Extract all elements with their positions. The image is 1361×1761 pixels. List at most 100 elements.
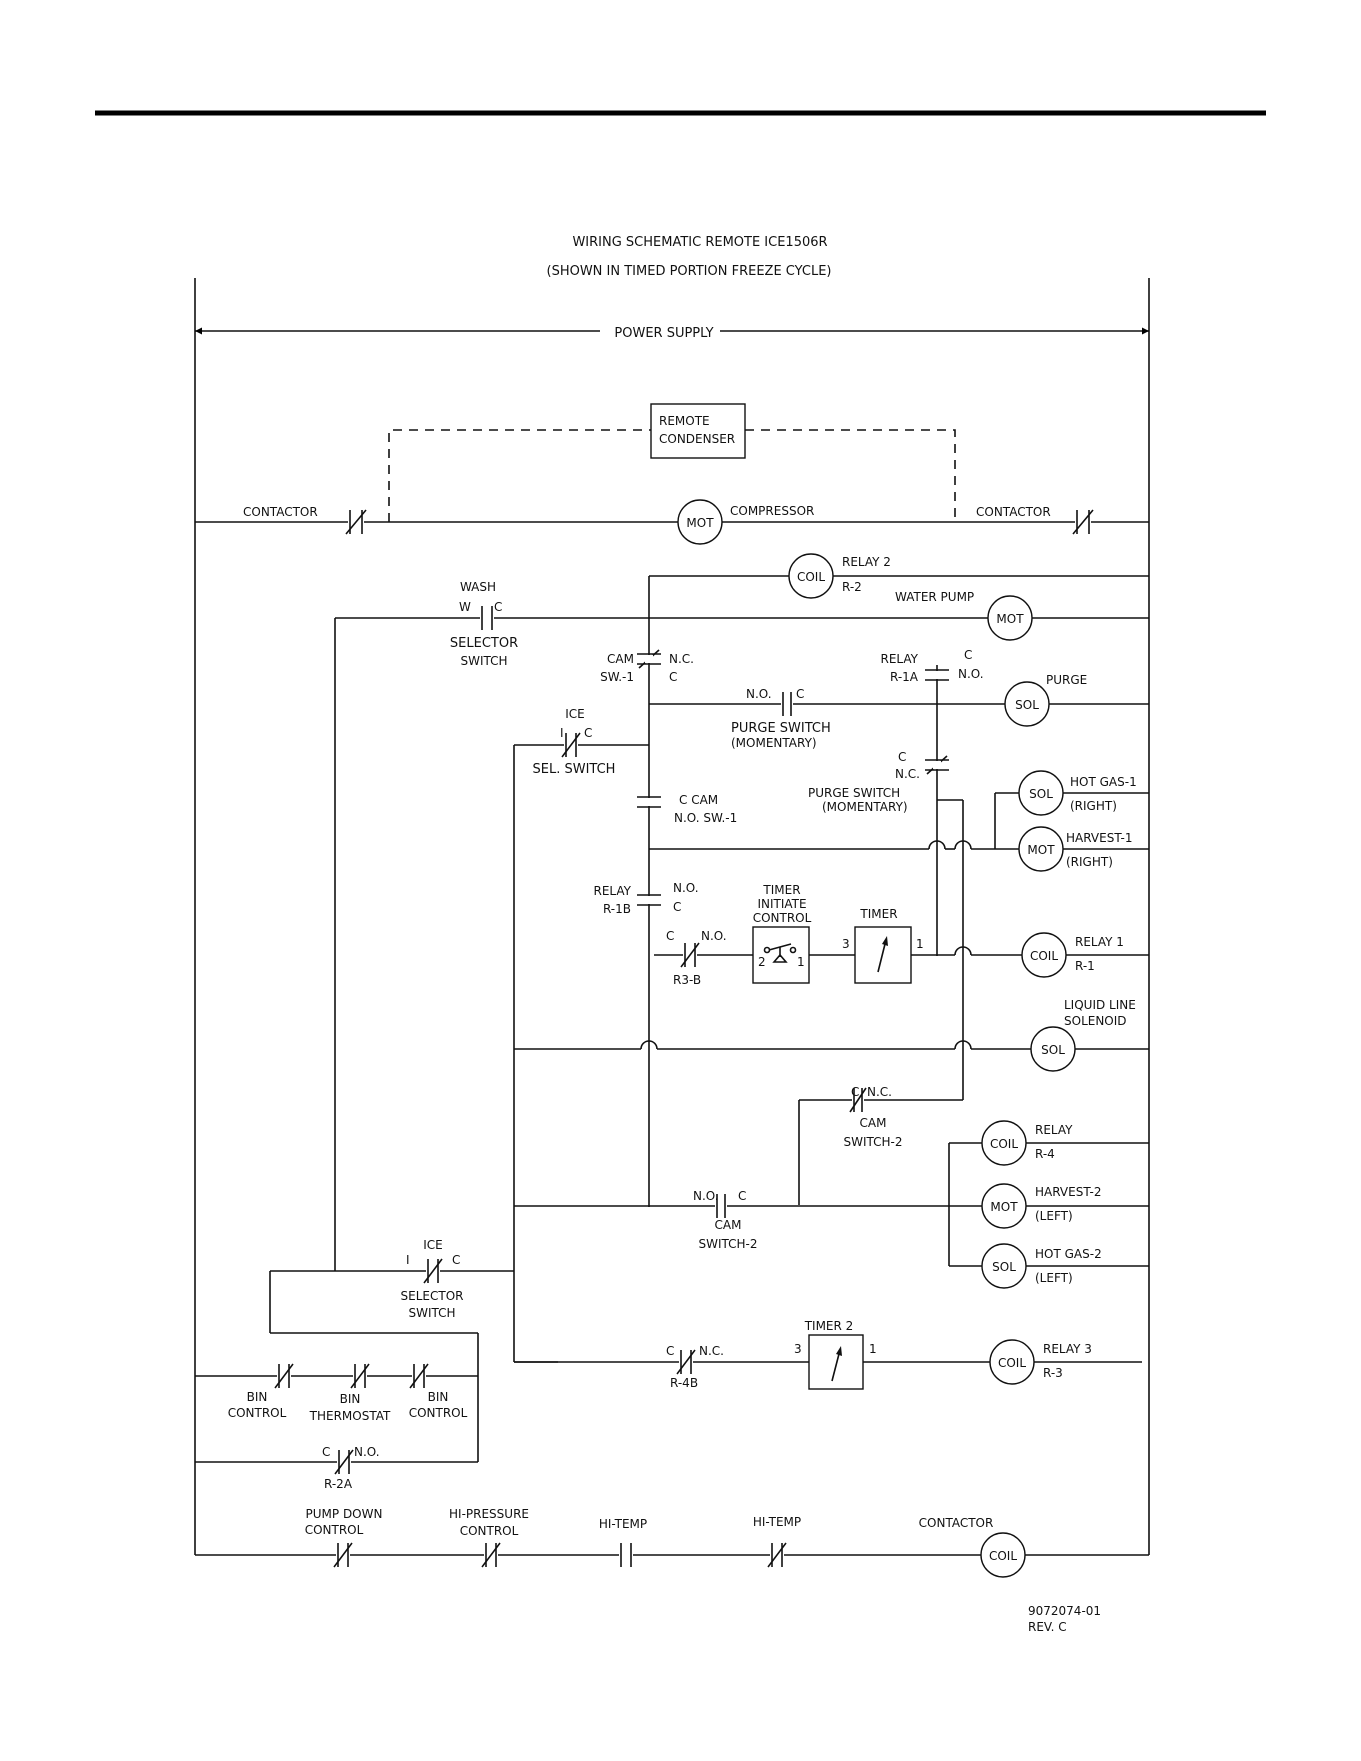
wash-selector-contact [481, 606, 493, 630]
cam-switch2-c-1: C [851, 1085, 859, 1099]
r4b-nc: N.C. [699, 1344, 724, 1358]
contact-gap [645, 798, 653, 806]
wash-w-label: W [459, 600, 471, 614]
wire-hop [928, 840, 946, 850]
cam-switch2-label-1b: SWITCH-2 [843, 1135, 902, 1149]
relay-r1b-label-2: R-1B [603, 902, 631, 916]
selector-switch-label-1: SELECTOR [450, 636, 518, 651]
cam-sw1-no-contact [637, 796, 661, 808]
contactor-contact-left [345, 509, 367, 535]
hi-pressure-contact [481, 1542, 501, 1568]
bin-control-1-label-1: BIN [247, 1390, 268, 1404]
relay-r4-label-2: R-4 [1035, 1147, 1055, 1161]
ice-label-2: ICE [423, 1238, 443, 1252]
schematic-subtitle: (SHOWN IN TIMED PORTION FREEZE CYCLE) [547, 264, 832, 279]
hot-gas-1-label-1: HOT GAS-1 [1070, 775, 1137, 789]
hi-temp-contact-1 [620, 1543, 632, 1567]
bin-thermostat-label-2: THERMOSTAT [309, 1409, 391, 1423]
harvest-1-label-2: (RIGHT) [1066, 855, 1113, 869]
cam-switch2-label-2b: SWITCH-2 [698, 1237, 757, 1251]
hi-temp-contact-2 [767, 1542, 787, 1568]
relay2-coil [788, 553, 834, 599]
water-pump-label: WATER PUMP [895, 590, 974, 604]
no-sw1-label: N.O. SW.-1 [674, 811, 737, 825]
ice-c-label-1: C [584, 726, 592, 740]
wire-hop [640, 1040, 658, 1050]
compressor-motor-label: MOT [686, 516, 714, 530]
condenser-link-left [388, 429, 651, 522]
purge-switch2-label-2: (MOMENTARY) [822, 800, 908, 814]
relay-r1b-no: N.O. [673, 881, 699, 895]
pump-down-label-2: CONTROL [305, 1523, 364, 1537]
power-supply-label: POWER SUPPLY [614, 326, 713, 341]
bin-control-contact-2 [409, 1363, 429, 1389]
cam-switch2-no-2: N.O. [693, 1189, 719, 1203]
remote-condenser-label-1: REMOTE [659, 414, 710, 428]
relay-r1a-c: C [964, 648, 972, 662]
selector-switch-label-2: SWITCH [460, 654, 507, 668]
r3b-label: R3-B [673, 973, 701, 987]
ice-selector-switch-contact [423, 1258, 443, 1284]
liquid-line-label-1: LIQUID LINE [1064, 998, 1136, 1012]
cam-switch2-nc-contact [849, 1087, 867, 1113]
timer-label: TIMER [859, 907, 897, 921]
timer-initiate-label-2: INITIATE [757, 897, 806, 911]
c-cam-label: C CAM [679, 793, 718, 807]
bin-control-2-label-1: BIN [428, 1390, 449, 1404]
timer-pin-1: 1 [916, 937, 924, 951]
purge-switch-label-1: PURGE SWITCH [731, 721, 831, 736]
ice-i-label-2: I [406, 1253, 410, 1267]
hi-pressure-label-1: HI-PRESSURE [449, 1507, 529, 1521]
ice-sel-switch-contact [561, 732, 581, 758]
relay-r1a-no: N.O. [958, 667, 984, 681]
r3b-contact [680, 942, 700, 968]
contact-gap [645, 655, 653, 663]
timer-initiate-pin-2: 2 [758, 955, 766, 969]
cam-switch2-nc-1: N.C. [867, 1085, 892, 1099]
selector-switch-lower-2: SWITCH [408, 1306, 455, 1320]
cam-sw1-label-2: SW.-1 [600, 670, 634, 684]
wire-hop [954, 840, 972, 850]
compressor-label: COMPRESSOR [730, 504, 814, 518]
r3b-c: C [666, 929, 674, 943]
condenser-link-right [745, 429, 956, 522]
purge-switch2-label-1: PURGE SWITCH [808, 786, 900, 800]
remote-condenser-label-2: CONDENSER [659, 432, 735, 446]
wire-hop [954, 1040, 972, 1050]
liquid-line-solenoid-label: SOL [1041, 1043, 1065, 1057]
contactor-coil-label: COIL [989, 1549, 1017, 1563]
timer-initiate-switch-symbol [763, 943, 797, 963]
purge-label: PURGE [1046, 673, 1087, 687]
timer-initiate-label-3: CONTROL [753, 911, 812, 925]
hot-gas-1-solenoid-label: SOL [1029, 787, 1053, 801]
relay2-coil-label: COIL [797, 570, 825, 584]
bin-control-2-label-2: CONTROL [409, 1406, 468, 1420]
relay1-label-2: R-1 [1075, 959, 1095, 973]
bin-thermostat-label-1: BIN [340, 1392, 361, 1406]
timer-initiate-label-1: TIMER [762, 883, 800, 897]
purge-switch-label-2: (MOMENTARY) [731, 736, 817, 750]
r3b-no: N.O. [701, 929, 727, 943]
drawing-number: 9072074-01 [1028, 1604, 1101, 1618]
timer2-needle-head [836, 1346, 842, 1356]
relay-r1b-label-1: RELAY [594, 884, 632, 898]
water-pump-motor [987, 595, 1033, 641]
relay-nc-c: C [898, 750, 906, 764]
sel-switch-label: SEL. SWITCH [533, 762, 616, 777]
pump-down-label-1: PUMP DOWN [306, 1507, 383, 1521]
contact-gap [645, 896, 653, 904]
r2a-contact [334, 1449, 354, 1475]
cam-sw1-nc: N.C. [669, 652, 694, 666]
relay-r1b-c: C [673, 900, 681, 914]
hi-temp-label-2: HI-TEMP [753, 1515, 801, 1529]
relay1-label-1: RELAY 1 [1075, 935, 1124, 949]
timer-needle-head [882, 936, 888, 946]
bin-thermostat-contact [350, 1363, 370, 1389]
harvest-1-motor-label: MOT [1027, 843, 1055, 857]
timer2-pin-3: 3 [794, 1342, 802, 1356]
hot-gas-1-label-2: (RIGHT) [1070, 799, 1117, 813]
purge-switch-no: N.O. [746, 687, 772, 701]
pump-down-contact [333, 1542, 353, 1568]
contactor-label-left: CONTACTOR [243, 505, 318, 519]
